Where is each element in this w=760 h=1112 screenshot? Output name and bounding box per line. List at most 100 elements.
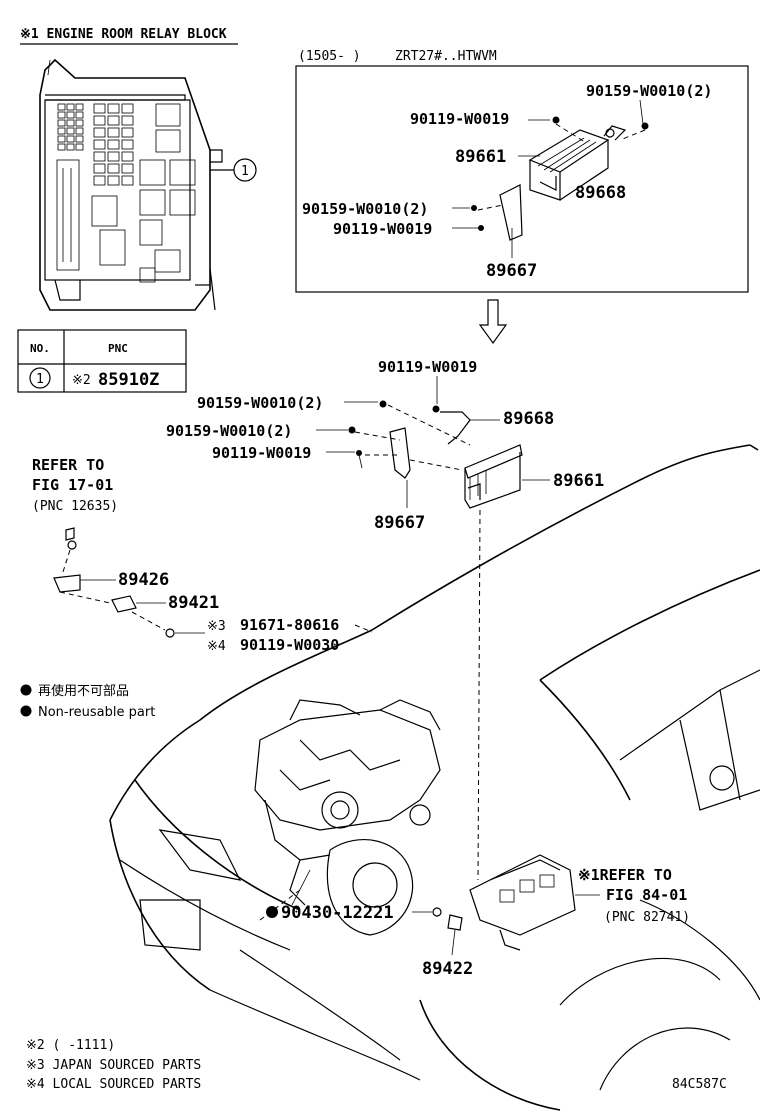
relay-block-drawing: 1 bbox=[39, 58, 257, 311]
inset-model: ZRT27#..HTWVM bbox=[395, 49, 497, 64]
fuse-cell bbox=[57, 127, 66, 135]
relay-cell bbox=[93, 103, 106, 114]
part-89422: 89422 bbox=[422, 959, 473, 979]
part-90159-a: 90159-W0010(2) bbox=[197, 394, 323, 412]
relay-cell bbox=[107, 139, 120, 150]
pnc-table-header-pnc: PNC bbox=[108, 342, 128, 355]
footnote-4: ※4 LOCAL SOURCED PARTS bbox=[26, 1077, 201, 1092]
main-ecu-drawing bbox=[354, 404, 523, 881]
fuse-cell bbox=[57, 135, 66, 143]
relay-cell bbox=[107, 115, 120, 126]
footnote-3: ※3 JAPAN SOURCED PARTS bbox=[26, 1058, 201, 1073]
relay-cell bbox=[155, 103, 181, 127]
inset-part-90119-mid: 90119-W0019 bbox=[333, 220, 432, 238]
inset-box: (1505- ) ZRT27#..HTWVM 90159-W0010(2) 90… bbox=[295, 49, 749, 293]
lower-labels: 90430-12221 89422 ※1REFER TO FIG 84-01 (… bbox=[266, 866, 690, 979]
fuse-cell bbox=[75, 111, 84, 119]
lower-relay-box-drawing bbox=[469, 854, 600, 951]
fuse-cell bbox=[66, 143, 75, 151]
fuse-cell bbox=[75, 143, 84, 151]
part-91671: 91671-80616 bbox=[240, 616, 339, 634]
part-89661: 89661 bbox=[553, 471, 604, 491]
pnc-table-row-no: 1 bbox=[36, 372, 44, 387]
part-90119-a: 90119-W0019 bbox=[378, 358, 477, 376]
fuse-cell bbox=[75, 135, 84, 143]
inset-part-90119-top: 90119-W0019 bbox=[410, 110, 509, 128]
figure-code: 84C587C bbox=[672, 1077, 727, 1092]
fuse-cell bbox=[57, 103, 66, 111]
fuse-cell bbox=[66, 135, 75, 143]
part-91671-note: ※3 bbox=[207, 619, 226, 634]
legend-en: Non-reusable part bbox=[38, 705, 155, 720]
pnc-table: NO. PNC 1 ※2 85910Z bbox=[17, 329, 187, 393]
part-90119-c-note: ※4 bbox=[207, 639, 226, 654]
relay-cell bbox=[121, 151, 134, 162]
fuse-cell bbox=[57, 119, 66, 127]
car-silhouette bbox=[109, 444, 760, 1111]
relay-cell bbox=[93, 163, 106, 174]
relay-cell bbox=[121, 127, 134, 138]
inset-part-90159-top: 90159-W0010(2) bbox=[586, 82, 712, 100]
part-90430: 90430-12221 bbox=[281, 903, 394, 923]
relay-cell bbox=[93, 175, 106, 186]
relay-cell bbox=[155, 129, 181, 153]
part-89667: 89667 bbox=[374, 513, 425, 533]
pnc-table-row-note: ※2 bbox=[72, 373, 91, 388]
inset-part-90159-mid: 90159-W0010(2) bbox=[302, 200, 428, 218]
refer-right-line2: FIG 84-01 bbox=[606, 886, 687, 904]
fuse-cell bbox=[66, 127, 75, 135]
fuse-cell bbox=[57, 111, 66, 119]
relay-cell bbox=[121, 175, 134, 186]
relay-cell bbox=[107, 151, 120, 162]
inset-part-89667: 89667 bbox=[486, 261, 537, 281]
relay-cell bbox=[121, 115, 134, 126]
refer-left-line3: (PNC 12635) bbox=[32, 499, 118, 514]
refer-right-line1: ※1REFER TO bbox=[578, 866, 672, 884]
part-90159-b: 90159-W0010(2) bbox=[166, 422, 292, 440]
relay-cell bbox=[93, 115, 106, 126]
relay-cell bbox=[107, 103, 120, 114]
inset-ecu-drawing bbox=[471, 116, 649, 241]
relay-cell bbox=[121, 163, 134, 174]
fuse-cell bbox=[75, 127, 84, 135]
relay-cell bbox=[107, 163, 120, 174]
refer-right-line3: (PNC 82741) bbox=[604, 910, 690, 925]
engine-drawing bbox=[254, 699, 441, 921]
part-90119-c: 90119-W0030 bbox=[240, 636, 339, 654]
legend-jp: 再使用不可部品 bbox=[38, 683, 129, 699]
fuse-cell bbox=[57, 143, 66, 151]
inset-part-89661: 89661 bbox=[455, 147, 506, 167]
refer-left-line2: FIG 17-01 bbox=[32, 476, 113, 494]
footnotes: ※2 ( -1111) ※3 JAPAN SOURCED PARTS ※4 LO… bbox=[26, 1038, 727, 1092]
legend: 再使用不可部品 Non-reusable part bbox=[20, 683, 155, 720]
fuse-grid bbox=[57, 103, 181, 186]
left-sensor-group: REFER TO FIG 17-01 (PNC 12635) 89426 894… bbox=[32, 456, 373, 654]
part-89426: 89426 bbox=[118, 570, 169, 590]
part-90119-b: 90119-W0019 bbox=[212, 444, 311, 462]
pnc-table-row-pnc: 85910Z bbox=[98, 370, 159, 390]
fuse-cell bbox=[66, 103, 75, 111]
footnote-2: ※2 ( -1111) bbox=[26, 1038, 115, 1053]
relay-cell bbox=[93, 127, 106, 138]
relay-block-section: ※1 ENGINE ROOM RELAY BLOCK 1 bbox=[20, 27, 257, 311]
relay-block-title: ※1 ENGINE ROOM RELAY BLOCK bbox=[20, 27, 227, 42]
fuse-cell bbox=[75, 119, 84, 127]
fuse-cell bbox=[66, 111, 75, 119]
pnc-table-header-no: NO. bbox=[30, 342, 50, 355]
relay-cell bbox=[93, 151, 106, 162]
inset-arrow bbox=[478, 299, 508, 345]
relay-cell bbox=[121, 139, 134, 150]
fuse-cell bbox=[66, 119, 75, 127]
main-ecu-area: 90119-W0019 90159-W0010(2) 89668 90159-W… bbox=[166, 358, 604, 881]
relay-cell bbox=[107, 175, 120, 186]
refer-left-line1: REFER TO bbox=[32, 456, 104, 474]
part-89421: 89421 bbox=[168, 593, 219, 613]
part-89668: 89668 bbox=[503, 409, 554, 429]
relay-cell bbox=[93, 139, 106, 150]
relay-cell bbox=[107, 127, 120, 138]
inset-range: (1505- ) bbox=[298, 49, 361, 64]
inset-part-89668: 89668 bbox=[575, 183, 626, 203]
relay-cell bbox=[121, 103, 134, 114]
